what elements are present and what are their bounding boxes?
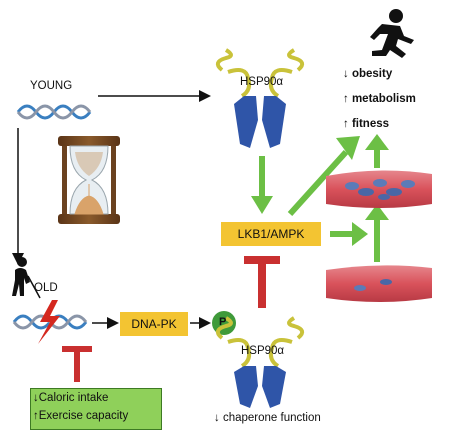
muscle-fiber-lower-icon: [326, 265, 432, 302]
lkb1-ampk-box: LKB1/AMPK: [221, 222, 321, 246]
chaperone-function-label: ↓ chaperone function: [214, 412, 321, 424]
effects-list: ↓ obesity ↑ metabolism ↑ fitness: [343, 62, 416, 137]
dna-pk-box: DNA-PK: [120, 312, 188, 336]
hsp90-top-label: HSP90α: [240, 76, 284, 88]
runner-icon: [370, 9, 414, 58]
inhibit-intervention: [62, 346, 92, 382]
effect-item-metabolism: ↑ metabolism: [343, 93, 416, 105]
old-label: OLD: [34, 282, 58, 294]
hsp90-top-structure: [215, 48, 305, 148]
phosphate-label: P: [219, 316, 227, 328]
dna-icon: [16, 104, 92, 120]
intervention-item-caloric: ↓Caloric intake: [33, 392, 109, 404]
elderly-person-icon: [12, 257, 41, 299]
intervention-item-exercise: ↑Exercise capacity: [33, 410, 129, 422]
hsp90-bottom-structure: [215, 316, 305, 408]
arrow-lkb1-to-effects: [287, 149, 349, 217]
inhibit-lkb1: [244, 256, 280, 308]
young-label: YOUNG: [30, 80, 73, 92]
muscle-fiber-icon: [326, 170, 432, 208]
intervention-box: ↓Caloric intake ↑Exercise capacity: [30, 388, 162, 430]
effect-item-fitness: ↑ fitness: [343, 118, 390, 130]
hourglass-icon: [58, 136, 120, 224]
hsp90-bottom-label: HSP90α: [241, 345, 285, 357]
lightning-icon: [38, 300, 60, 344]
effect-item-obesity: ↓ obesity: [343, 68, 393, 80]
